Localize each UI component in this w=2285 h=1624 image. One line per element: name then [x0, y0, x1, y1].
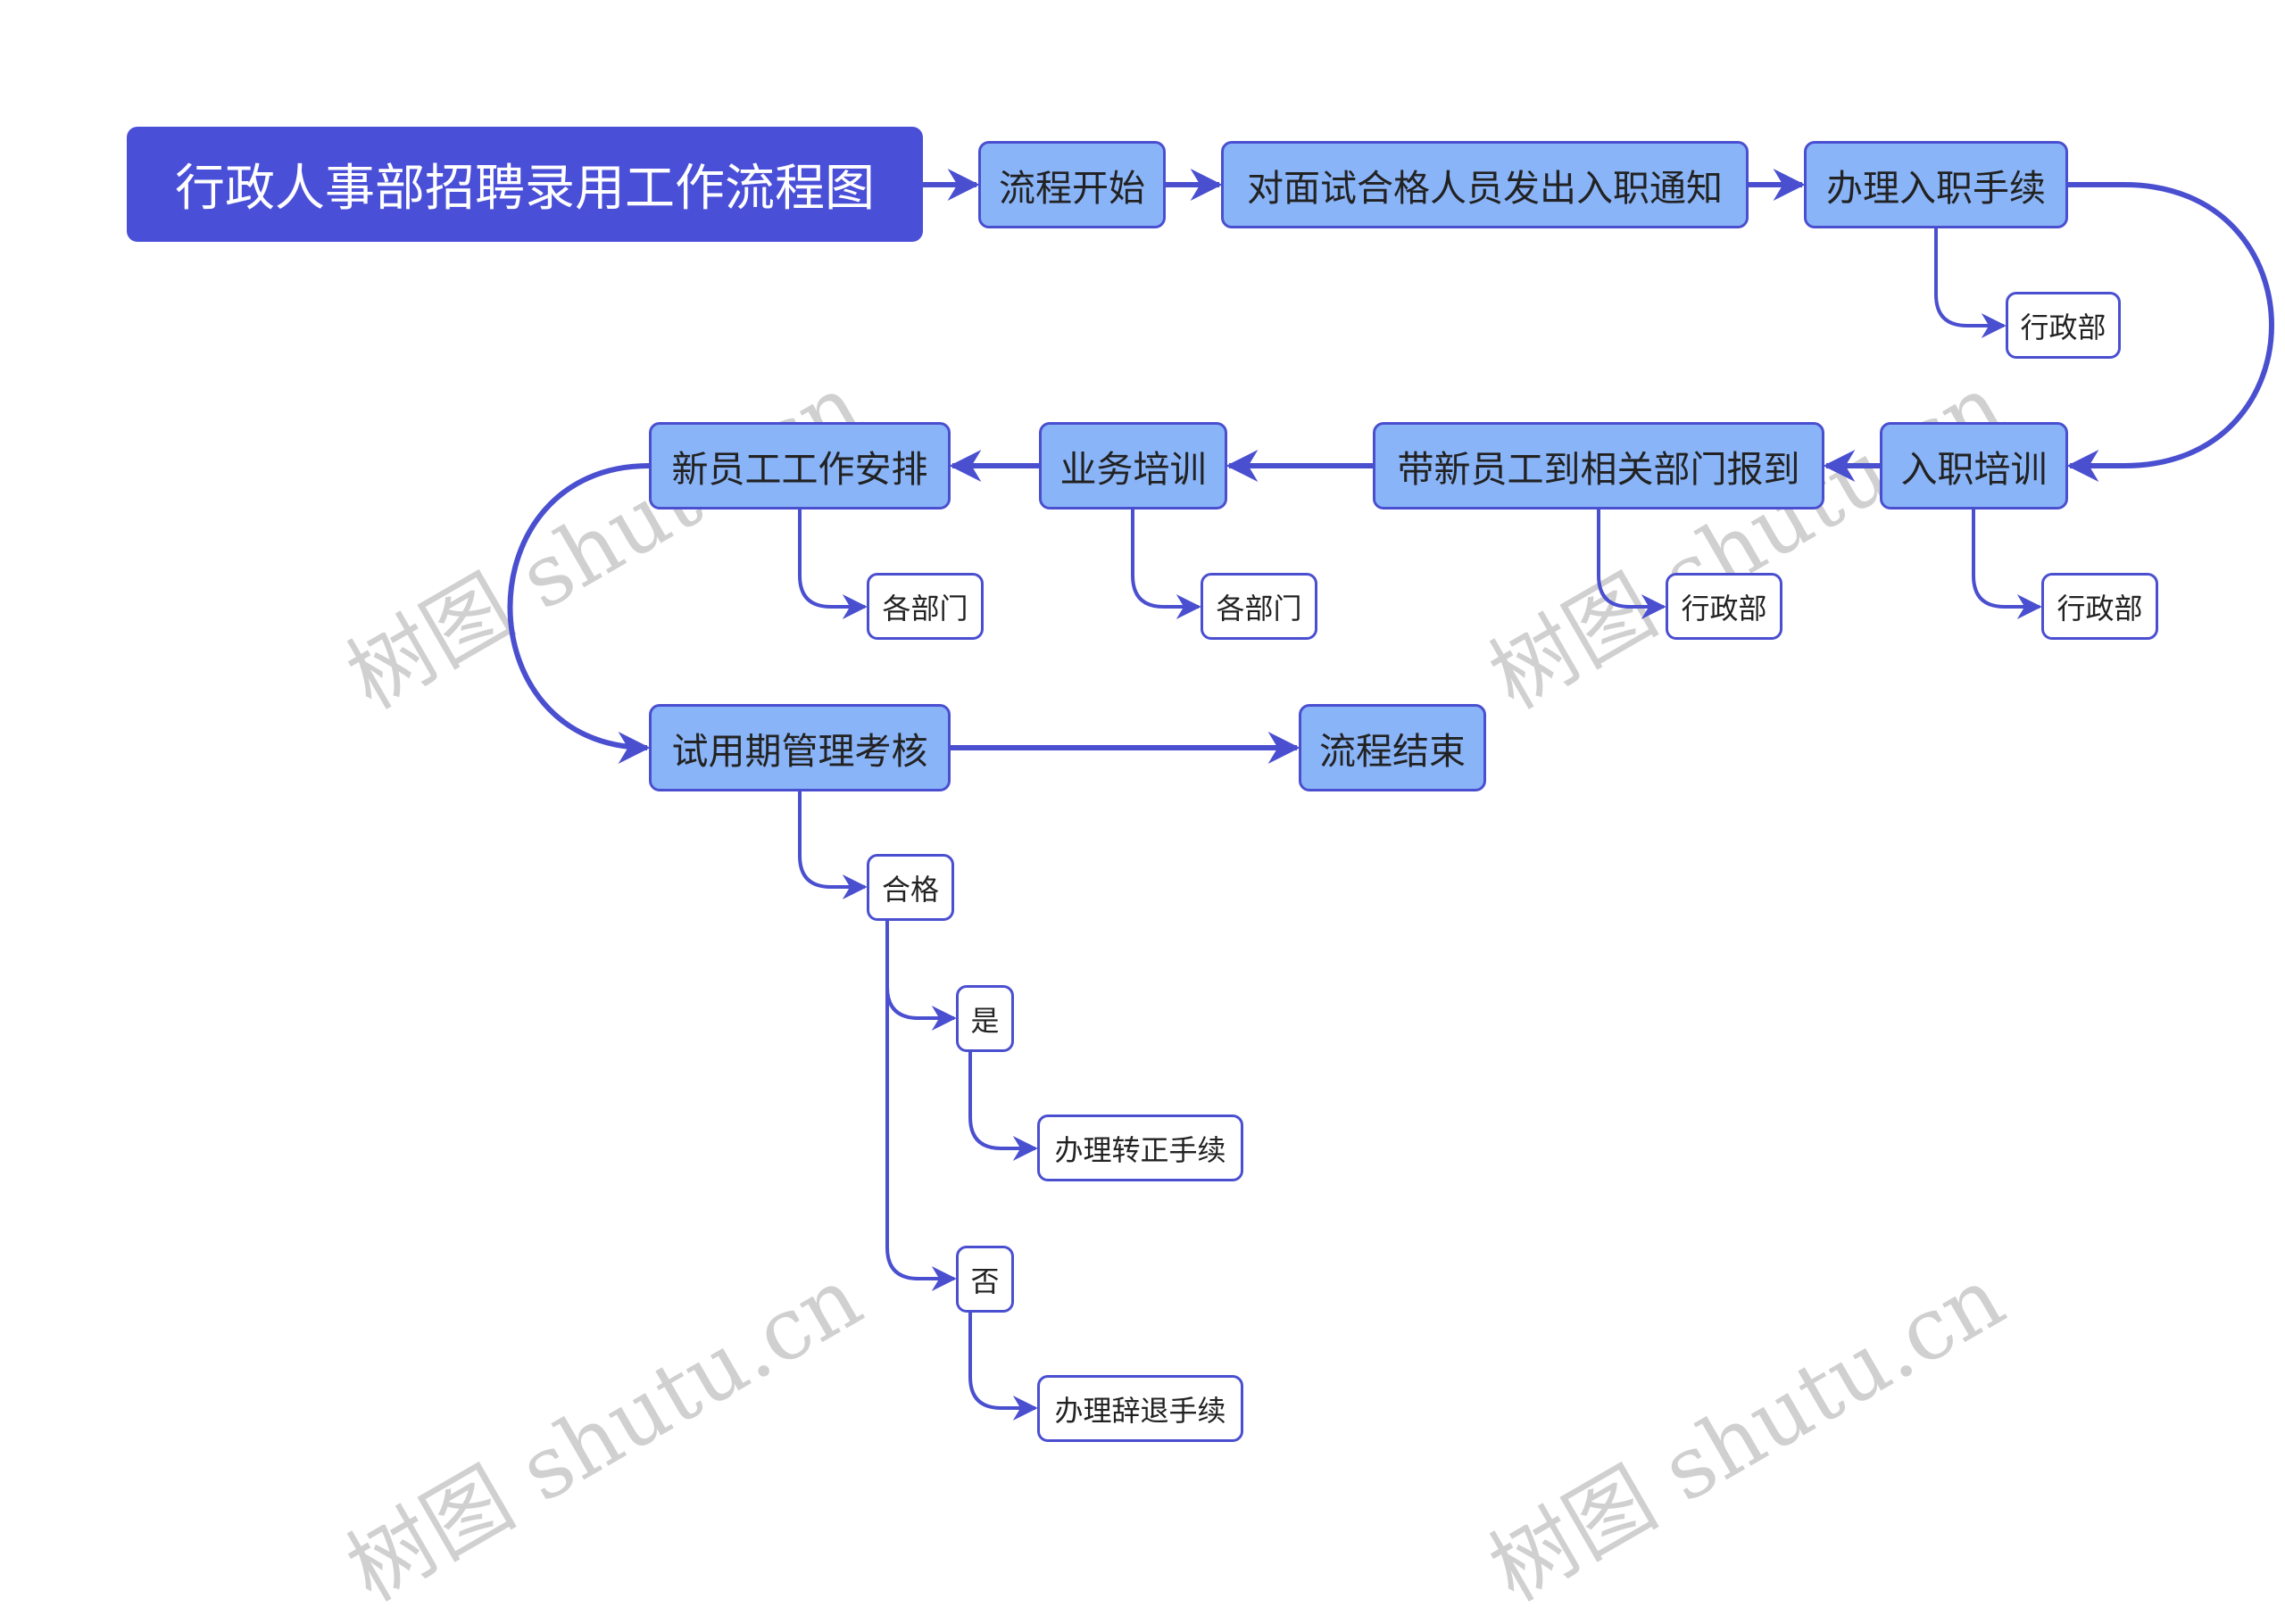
node-notice[interactable]: 对面试合格人员发出入职通知 — [1221, 141, 1749, 228]
node-regularize[interactable]: 办理转正手续 — [1037, 1114, 1243, 1181]
edge-onboard-training — [2066, 182, 2274, 482]
node-arrange[interactable]: 新员工工作安排 — [649, 422, 951, 510]
node-escort-dept[interactable]: 行政部 — [1666, 573, 1782, 640]
edge-arrange-probation — [507, 463, 651, 764]
connectors — [507, 169, 2274, 1421]
node-no[interactable]: 否 — [956, 1246, 1014, 1313]
node-dismiss[interactable]: 办理辞退手续 — [1037, 1375, 1243, 1442]
node-escort[interactable]: 带新员工到相关部门报到 — [1373, 422, 1824, 510]
node-yes[interactable]: 是 — [956, 985, 1014, 1052]
node-onboard[interactable]: 办理入职手续 — [1804, 141, 2068, 228]
node-training[interactable]: 入职培训 — [1880, 422, 2068, 510]
node-onboard-dept[interactable]: 行政部 — [2006, 292, 2121, 359]
node-training-dept[interactable]: 行政部 — [2041, 573, 2158, 640]
node-biz-training-dept[interactable]: 各部门 — [1201, 573, 1317, 640]
node-qualified[interactable]: 合格 — [867, 854, 954, 921]
node-probation[interactable]: 试用期管理考核 — [649, 704, 951, 791]
node-start[interactable]: 流程开始 — [978, 141, 1166, 228]
node-arrange-dept[interactable]: 各部门 — [867, 573, 984, 640]
diagram-title: 行政人事部招聘录用工作流程图 — [127, 127, 923, 242]
node-end[interactable]: 流程结束 — [1299, 704, 1486, 791]
node-biz-training[interactable]: 业务培训 — [1039, 422, 1227, 510]
